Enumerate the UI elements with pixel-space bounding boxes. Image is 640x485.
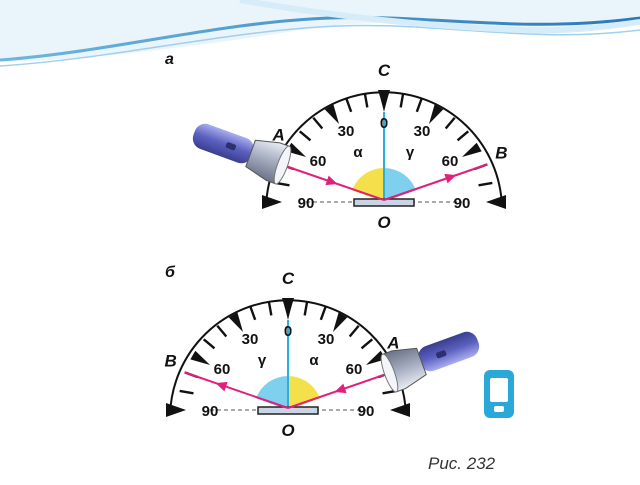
tick-label-left-30: 30 [338, 123, 355, 140]
major-tick [286, 142, 307, 157]
major-tick [461, 142, 482, 157]
major-tick [333, 312, 348, 333]
tick-label-right-30: 30 [414, 123, 431, 140]
tick-label-left-60: 60 [310, 153, 327, 170]
tick-label-left-60: 60 [214, 361, 231, 378]
minor-tick [360, 338, 374, 350]
point-b-label: B [495, 143, 507, 162]
major-tick [365, 350, 386, 365]
flashlight-lens [273, 145, 292, 185]
minor-tick [399, 93, 405, 108]
minor-tick [267, 301, 273, 316]
major-tick [324, 104, 339, 125]
figure-b: 0 30 30 60 60 90 90 α γ C O A B [164, 269, 480, 440]
mirror [353, 198, 415, 207]
incident-ray-arrow [334, 383, 347, 394]
minor-tick [478, 181, 493, 187]
reflection-angle-symbol: γ [406, 144, 415, 161]
flashlight-icon [192, 123, 292, 185]
mirror [257, 406, 319, 415]
incidence-angle-symbol: α [309, 352, 319, 369]
point-c-label: C [378, 61, 391, 80]
point-o-label: O [377, 213, 390, 232]
flashlight-switch [225, 142, 236, 151]
minor-tick [415, 98, 423, 113]
flashlight-icon [380, 331, 480, 393]
minor-tick [345, 98, 353, 113]
tick-label-right-90: 90 [454, 195, 471, 212]
tick-label-0: 0 [380, 115, 388, 132]
tick-label-left-90: 90 [202, 403, 219, 420]
tick-label-right-60: 60 [442, 153, 459, 170]
left-90-tick [166, 403, 186, 417]
figure-a: 0 30 30 60 60 90 90 α γ C O A B [192, 61, 508, 232]
tick-label-right-90: 90 [358, 403, 375, 420]
minor-tick [202, 338, 216, 350]
tick-label-left-30: 30 [242, 331, 259, 348]
minor-tick [216, 324, 228, 338]
figure-a-panel-label: а [165, 51, 174, 68]
right-90-tick [486, 195, 506, 209]
left-90-tick [262, 195, 282, 209]
flashlight-body [418, 331, 480, 372]
tick-label-right-60: 60 [346, 361, 363, 378]
point-o-label: O [281, 421, 294, 440]
reflection-angle-sector [256, 376, 288, 410]
figure-caption: Рис. 232 [428, 454, 496, 473]
phone-icon[interactable] [484, 370, 514, 418]
zero-tick [378, 90, 390, 110]
minor-tick [363, 93, 369, 108]
right-90-tick [390, 403, 410, 417]
flashlight-lens [380, 353, 399, 393]
major-tick [228, 312, 243, 333]
point-c-label: C [282, 269, 295, 288]
minor-tick [303, 301, 309, 316]
minor-tick [444, 116, 456, 130]
point-b-label: B [164, 351, 176, 370]
reflected-ray-arrow [215, 381, 228, 392]
minor-tick [456, 130, 470, 142]
incident-ray-arrow [325, 175, 338, 186]
reflected-ray-arrow [444, 173, 457, 184]
tick-label-right-30: 30 [318, 331, 335, 348]
major-tick [429, 104, 444, 125]
reflection-angle-sector [384, 168, 416, 202]
minor-tick [298, 130, 312, 142]
minor-tick [312, 116, 324, 130]
tick-label-left-90: 90 [298, 195, 315, 212]
incidence-angle-symbol: α [353, 144, 363, 161]
point-a-label: A [271, 125, 284, 144]
tick-label-0: 0 [284, 323, 292, 340]
major-tick [190, 350, 211, 365]
figure-b-panel-label: б [165, 264, 176, 281]
reflected-ray [184, 371, 289, 409]
flashlight-switch [436, 350, 447, 359]
reflected-ray [383, 163, 488, 201]
minor-tick [319, 306, 327, 321]
header-waves [0, 0, 640, 67]
minor-tick [249, 306, 257, 321]
minor-tick [348, 324, 360, 338]
point-a-label: A [386, 333, 399, 352]
zero-tick [282, 298, 294, 318]
incidence-angle-sector [288, 376, 320, 410]
minor-tick [179, 389, 194, 395]
reflection-angle-symbol: γ [258, 352, 267, 369]
flashlight-body [192, 123, 254, 164]
incidence-angle-sector [352, 168, 384, 202]
